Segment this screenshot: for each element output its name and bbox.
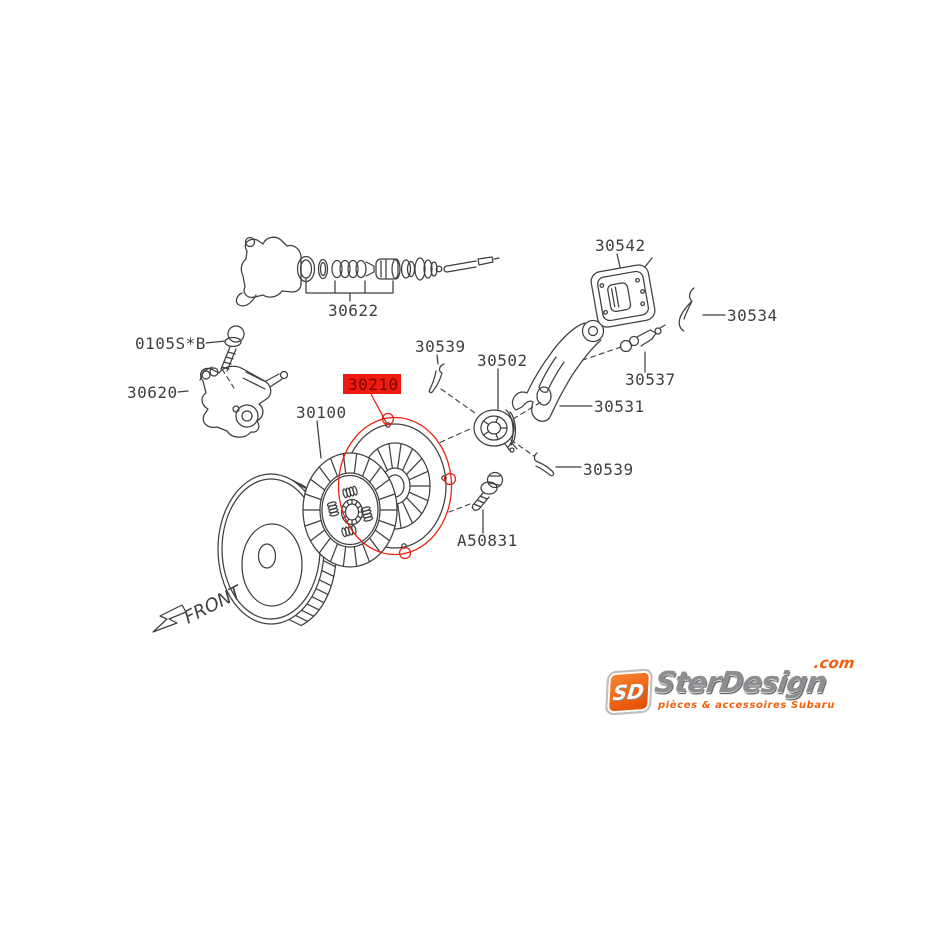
part-label-30502: 30502 bbox=[477, 351, 528, 370]
part-label-30100: 30100 bbox=[296, 403, 347, 422]
logo-monogram: SD bbox=[612, 678, 646, 706]
highlight-leader-line bbox=[370, 393, 388, 425]
part-label-0105sb: 0105S*B bbox=[135, 334, 206, 353]
sterdesign-logo: SD SterDesign .com pièces & accessoires … bbox=[598, 654, 888, 728]
release-bearing-30502-drawing bbox=[473, 409, 518, 453]
clutch-damper-30620-drawing bbox=[199, 365, 289, 438]
part-label-30539-top: 30539 bbox=[415, 337, 466, 356]
pressure-plate-highlight-outline bbox=[337, 416, 453, 556]
operating-cylinder-drawing bbox=[235, 236, 316, 307]
damper-spring bbox=[360, 506, 374, 522]
part-label-30539-bottom: 30539 bbox=[583, 460, 634, 479]
part-label-30534: 30534 bbox=[727, 306, 778, 325]
diagram-line-art bbox=[152, 236, 726, 633]
part-label-a50831: A50831 bbox=[457, 531, 518, 550]
clip-30539-top-drawing bbox=[428, 363, 445, 394]
front-arrow bbox=[152, 604, 187, 633]
logo-tile: SD bbox=[604, 668, 654, 716]
release-fork-30531-drawing bbox=[511, 319, 605, 422]
clutch-disc-30100-drawing bbox=[302, 452, 398, 568]
damper-spring bbox=[342, 485, 358, 499]
logo-name: SterDesign bbox=[652, 665, 829, 699]
part-label-30622: 30622 bbox=[328, 301, 379, 320]
part-label-30210-highlighted: 30210 bbox=[348, 375, 399, 394]
cylinder-repair-kit-parts bbox=[317, 257, 443, 281]
bearing-spokes bbox=[482, 415, 508, 441]
clip-30534-drawing bbox=[678, 287, 695, 332]
part-label-30542: 30542 bbox=[595, 236, 646, 255]
pivot-30537-drawing bbox=[619, 324, 666, 353]
logo-tagline: pièces & accessoires Subaru bbox=[658, 700, 835, 711]
bolt-a50831-drawing bbox=[471, 471, 504, 511]
hub-splines bbox=[340, 498, 364, 526]
clip-30539-bottom-drawing bbox=[533, 452, 555, 477]
part-label-30531: 30531 bbox=[594, 397, 645, 416]
friction-segments bbox=[302, 452, 398, 568]
highlight-30210 bbox=[337, 393, 457, 560]
boot-30542-drawing bbox=[590, 264, 656, 328]
part-label-30537: 30537 bbox=[625, 370, 676, 389]
pushrod-drawing bbox=[443, 256, 500, 273]
logo-tld: .com bbox=[812, 654, 856, 672]
part-labels: 30622 0105S*B 30620 30542 30534 30539 30… bbox=[127, 236, 778, 628]
bolt-0105sb-drawing bbox=[220, 325, 245, 372]
part-label-30210-box bbox=[343, 374, 401, 394]
damper-spring bbox=[326, 501, 340, 517]
part-label-30620: 30620 bbox=[127, 383, 178, 402]
assembly-axis-dashed-lines bbox=[221, 317, 622, 513]
